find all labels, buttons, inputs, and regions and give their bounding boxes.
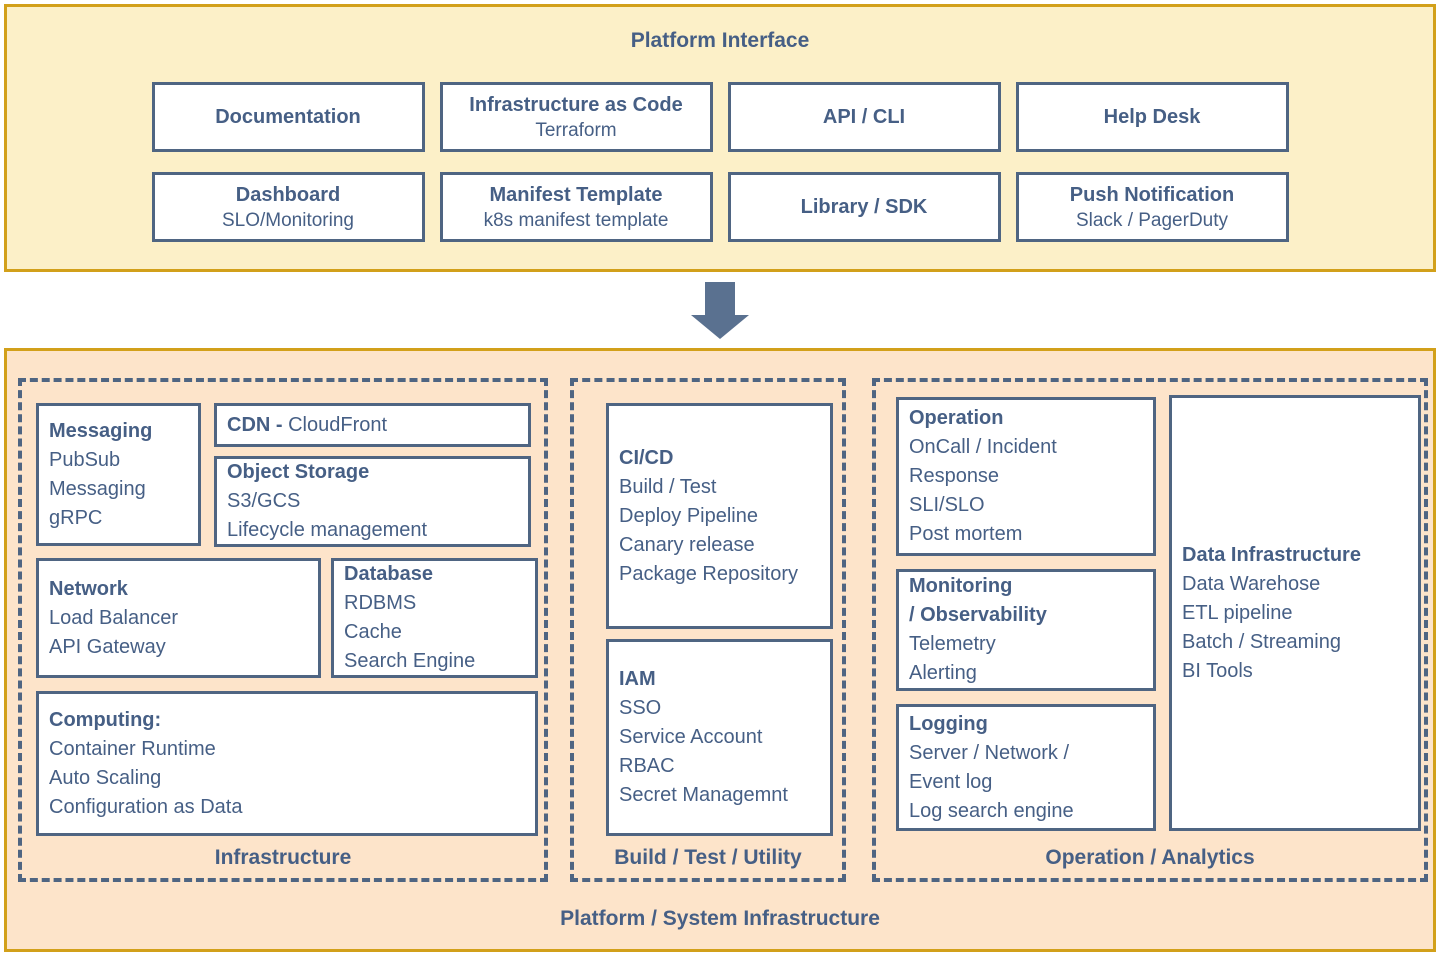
operation-analytics-section: Operation OnCall / Incident Response SLI… xyxy=(872,378,1428,882)
box-line: Response xyxy=(909,465,1000,487)
box-line: RDBMS xyxy=(344,592,417,614)
box-line: Event log xyxy=(909,770,993,793)
box-title: Object Storage xyxy=(227,461,370,483)
box-line: Data Warehose xyxy=(1182,572,1321,595)
box-line: SSO xyxy=(619,697,662,719)
box-line: Deploy Pipeline xyxy=(619,504,758,527)
box-line: Search Engine xyxy=(344,650,476,672)
box-line: BI Tools xyxy=(1182,659,1253,682)
box-title: CDN - xyxy=(227,413,283,436)
box-line: Canary release xyxy=(619,533,755,556)
box-title: Database xyxy=(344,563,433,585)
network-box: Network Load Balancer API Gateway xyxy=(36,558,321,678)
box-title: Manifest Template xyxy=(489,183,663,206)
box-title: Data Infrastructure xyxy=(1182,543,1361,566)
box-line: Package Repository xyxy=(619,562,798,585)
box-line: Container Runtime xyxy=(49,737,216,760)
box-line: Server / Network / xyxy=(909,741,1070,764)
platform-interface-title: Platform Interface xyxy=(630,29,810,52)
down-arrow-icon xyxy=(691,281,749,339)
help-desk-box: Help Desk xyxy=(1015,82,1289,152)
box-title: IAM xyxy=(619,668,656,690)
infrastructure-section: Messaging PubSub Messaging gRPC CDN - Cl… xyxy=(18,378,548,882)
box-line: Alerting xyxy=(909,662,977,684)
data-infrastructure-box: Data Infrastructure Data Warehose ETL pi… xyxy=(1169,395,1421,831)
arrow-stem xyxy=(705,281,735,315)
box-title: Network xyxy=(49,577,128,600)
box-subtitle: k8s manifest template xyxy=(483,209,669,231)
platform-interface-grid: Documentation Infrastructure as Code Ter… xyxy=(7,82,1433,242)
messaging-box: Messaging PubSub Messaging gRPC xyxy=(36,403,201,546)
box-line: PubSub xyxy=(49,448,121,471)
box-subtitle: Terraform xyxy=(535,119,617,141)
box-title: Messaging xyxy=(49,419,153,442)
box-line: ETL pipeline xyxy=(1182,601,1293,624)
database-box: Database RDBMS Cache Search Engine xyxy=(331,558,538,678)
box-line: Batch / Streaming xyxy=(1182,630,1341,653)
box-line: Build / Test xyxy=(619,475,717,498)
box-line: RBAC xyxy=(619,755,675,777)
box-line: Secret Managemnt xyxy=(619,784,788,806)
box-title: Logging xyxy=(909,712,988,735)
box-line: Cache xyxy=(344,621,402,643)
box-line: Messaging xyxy=(49,477,146,500)
box-title: Operation xyxy=(909,407,1004,429)
infrastructure-as-code-box: Infrastructure as Code Terraform xyxy=(439,82,713,152)
box-line: CloudFront xyxy=(288,413,388,436)
cdn-box: CDN - CloudFront xyxy=(214,403,531,447)
iam-box: IAM SSO Service Account RBAC Secret Mana… xyxy=(606,639,833,836)
api-cli-box: API / CLI xyxy=(727,82,1001,152)
box-line: Log search engine xyxy=(909,799,1074,822)
build-test-utility-section-label: Build / Test / Utility xyxy=(614,846,802,869)
platform-interface-panel: Platform Interface Documentation Infrast… xyxy=(4,4,1436,272)
box-line: Telemetry xyxy=(909,633,996,655)
operation-analytics-section-label: Operation / Analytics xyxy=(1045,846,1255,869)
box-title: Help Desk xyxy=(1103,106,1201,128)
cicd-box: CI/CD Build / Test Deploy Pipeline Canar… xyxy=(606,403,833,629)
box-line: OnCall / Incident xyxy=(909,436,1057,458)
build-test-utility-section: CI/CD Build / Test Deploy Pipeline Canar… xyxy=(570,378,846,882)
box-title: Dashboard xyxy=(235,183,341,206)
box-title-line2: / Observability xyxy=(909,604,1047,626)
documentation-box: Documentation xyxy=(151,82,425,152)
box-title: Computing: xyxy=(49,708,162,731)
arrow-head xyxy=(691,314,749,339)
box-line: Lifecycle management xyxy=(227,519,428,541)
box-line: gRPC xyxy=(49,506,103,529)
logging-box: Logging Server / Network / Event log Log… xyxy=(896,704,1156,831)
box-line: Post mortem xyxy=(909,523,1023,545)
system-infrastructure-panel: Messaging PubSub Messaging gRPC CDN - Cl… xyxy=(4,348,1436,952)
push-notification-box: Push Notification Slack / PagerDuty xyxy=(1015,172,1289,242)
box-title: Documentation xyxy=(215,106,361,128)
box-line: Service Account xyxy=(619,726,763,748)
computing-box: Computing: Container Runtime Auto Scalin… xyxy=(36,691,538,836)
dashboard-box: Dashboard SLO/Monitoring xyxy=(151,172,425,242)
library-sdk-box: Library / SDK xyxy=(727,172,1001,242)
infrastructure-section-label: Infrastructure xyxy=(214,846,352,869)
box-line: S3/GCS xyxy=(227,490,301,512)
object-storage-box: Object Storage S3/GCS Lifecycle manageme… xyxy=(214,456,531,547)
box-line: Load Balancer xyxy=(49,606,178,629)
operation-box: Operation OnCall / Incident Response SLI… xyxy=(896,397,1156,556)
box-title: API / CLI xyxy=(822,106,906,128)
monitoring-observability-box: Monitoring / Observability Telemetry Ale… xyxy=(896,569,1156,691)
box-title: CI/CD xyxy=(619,446,674,469)
box-subtitle: SLO/Monitoring xyxy=(221,209,354,231)
box-line: API Gateway xyxy=(49,635,166,658)
box-title: Library / SDK xyxy=(800,196,928,218)
box-title: Monitoring xyxy=(909,575,1013,597)
flow-connector xyxy=(0,272,1440,348)
box-line: SLI/SLO xyxy=(909,494,985,516)
manifest-template-box: Manifest Template k8s manifest template xyxy=(439,172,713,242)
box-line: Auto Scaling xyxy=(49,766,162,789)
box-title: Push Notification xyxy=(1069,183,1235,206)
box-line: Configuration as Data xyxy=(49,795,243,818)
box-subtitle: Slack / PagerDuty xyxy=(1075,209,1229,231)
box-title: Infrastructure as Code xyxy=(469,93,683,116)
system-infrastructure-title: Platform / System Infrastructure xyxy=(560,907,880,930)
